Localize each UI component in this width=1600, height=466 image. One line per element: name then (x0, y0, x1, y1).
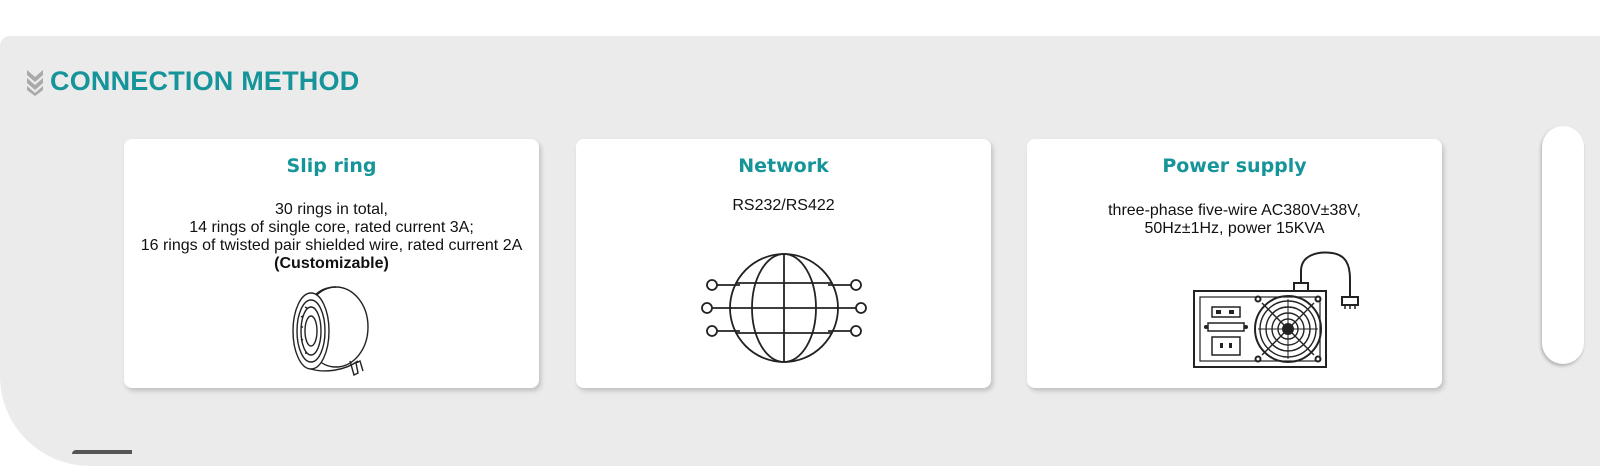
power-supply-card: Power supply three-phase five-wire AC380… (1027, 139, 1442, 388)
network-card: Network RS232/RS422 (576, 139, 991, 388)
description-line: three-phase five-wire AC380V±38V, (1108, 202, 1361, 219)
globe-network-icon (701, 253, 867, 363)
description-line: 16 rings of twisted pair shielded wire, … (140, 237, 523, 254)
card-title: Power supply (1162, 155, 1307, 177)
card-description: RS232/RS422 (576, 197, 991, 215)
card-title: Slip ring (286, 155, 377, 177)
slip-ring-card: Slip ring 30 rings in total, 14 rings of… (124, 139, 539, 388)
slip-ring-icon (292, 286, 369, 377)
description-line: 50Hz±1Hz, power 15KVA (1144, 220, 1325, 237)
description-line: 30 rings in total, (275, 201, 388, 218)
side-scroll-tab[interactable] (1542, 126, 1584, 364)
description-line: 14 rings of single core, rated current 3… (189, 219, 474, 236)
power-supply-unit-icon (1193, 251, 1359, 368)
card-title: Network (738, 155, 829, 177)
description-line: RS232/RS422 (732, 197, 835, 214)
double-chevron-down-icon (27, 69, 43, 96)
card-description: 30 rings in total, 14 rings of single co… (124, 201, 539, 273)
card-description: three-phase five-wire AC380V±38V, 50Hz±1… (1027, 202, 1442, 238)
customizable-note: (Customizable) (274, 255, 389, 272)
section-header: CONNECTION METHOD (26, 66, 359, 97)
section-title: CONNECTION METHOD (50, 66, 360, 96)
bottom-decoration (72, 450, 132, 454)
